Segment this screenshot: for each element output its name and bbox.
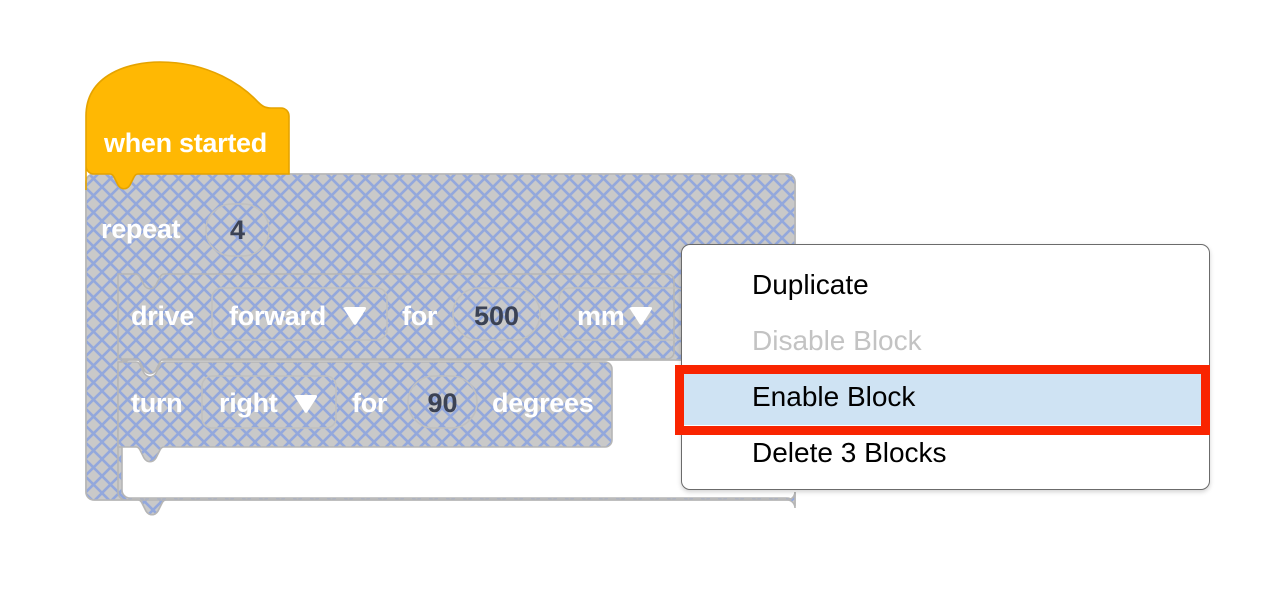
block-turn[interactable] (117, 361, 613, 463)
field-turn-direction[interactable] (201, 375, 337, 429)
block-label-when-started: when started (104, 128, 267, 158)
block-label-repeat: repeat (101, 214, 181, 244)
chevron-down-icon (343, 307, 367, 325)
field-value-repeat-count[interactable]: 4 (229, 215, 246, 245)
block-when-started[interactable] (85, 61, 290, 190)
menu-item-disable-block: Disable Block (752, 325, 922, 356)
block-label-turn-for: for (352, 388, 388, 418)
field-value-drive-unit[interactable]: mm (577, 301, 625, 331)
field-value-drive-direction[interactable]: forward (229, 301, 326, 331)
chevron-down-icon (628, 307, 653, 325)
block-label-turn: turn (131, 388, 183, 418)
block-label-drive: drive (131, 301, 195, 331)
field-drive-direction[interactable] (211, 287, 388, 341)
field-value-drive-distance[interactable]: 500 (473, 301, 520, 331)
chevron-down-icon (294, 395, 318, 413)
field-drive-distance[interactable] (452, 287, 541, 341)
menu-item-duplicate[interactable]: Duplicate (752, 269, 869, 300)
field-value-turn-degrees[interactable]: 90 (427, 388, 458, 418)
block-label-turn-degrees: degrees (492, 388, 594, 418)
block-label-drive-for: for (402, 301, 438, 331)
menu-item-enable-block[interactable]: Enable Block (682, 369, 1209, 425)
field-repeat-count[interactable] (205, 203, 270, 257)
menu-item-delete-blocks[interactable]: Delete 3 Blocks (752, 437, 947, 468)
context-menu[interactable]: Duplicate Disable Block Enable Block Del… (681, 244, 1210, 490)
field-value-turn-direction[interactable]: right (219, 388, 278, 418)
field-turn-degrees[interactable] (407, 375, 478, 429)
